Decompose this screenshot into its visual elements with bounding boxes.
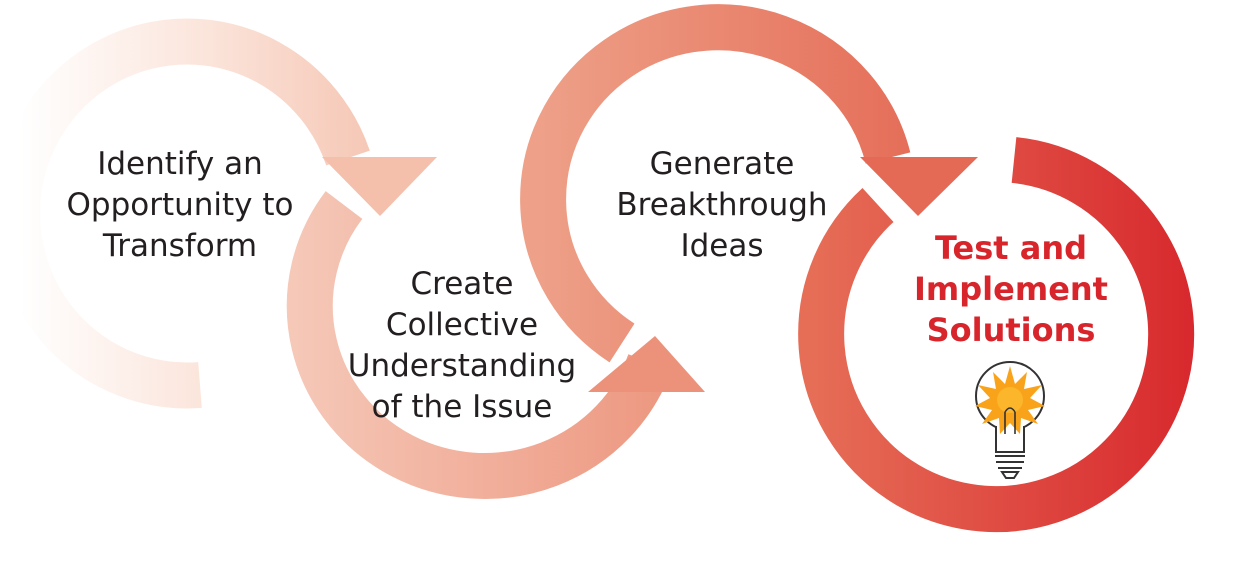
loop-4-ring bbox=[798, 137, 1195, 533]
loop-2-arrowhead bbox=[588, 336, 705, 392]
step-2-line-1: Create bbox=[410, 266, 514, 302]
loop-1-ring bbox=[0, 18, 370, 409]
step-2-line-3: Understanding bbox=[347, 348, 577, 384]
step-4-label: Test and Implement Solutions bbox=[866, 228, 1156, 351]
loop-3-ring bbox=[520, 4, 911, 363]
step-2-label: Create Collective Understanding of the I… bbox=[312, 264, 612, 428]
step-1-line-3: Transform bbox=[102, 228, 258, 264]
loop-3-arrowhead bbox=[860, 157, 978, 216]
step-1-line-2: Opportunity to bbox=[66, 187, 294, 223]
step-1-line-1: Identify an bbox=[97, 146, 263, 182]
step-3-label: Generate Breakthrough Ideas bbox=[572, 144, 872, 267]
step-4-line-2: Implement bbox=[914, 270, 1108, 308]
loop-1-arrowhead bbox=[322, 157, 437, 216]
step-2-line-4: of the Issue bbox=[371, 389, 553, 425]
step-3-line-2: Breakthrough bbox=[616, 187, 828, 223]
step-2-line-2: Collective bbox=[385, 307, 539, 343]
step-1-label: Identify an Opportunity to Transform bbox=[30, 144, 330, 267]
loop-2-ring bbox=[286, 191, 672, 499]
step-4-line-3: Solutions bbox=[926, 311, 1096, 349]
step-3-line-1: Generate bbox=[649, 146, 795, 182]
step-3-line-3: Ideas bbox=[680, 228, 764, 264]
lightbulb-icon bbox=[975, 361, 1045, 479]
step-4-line-1: Test and bbox=[934, 229, 1088, 267]
